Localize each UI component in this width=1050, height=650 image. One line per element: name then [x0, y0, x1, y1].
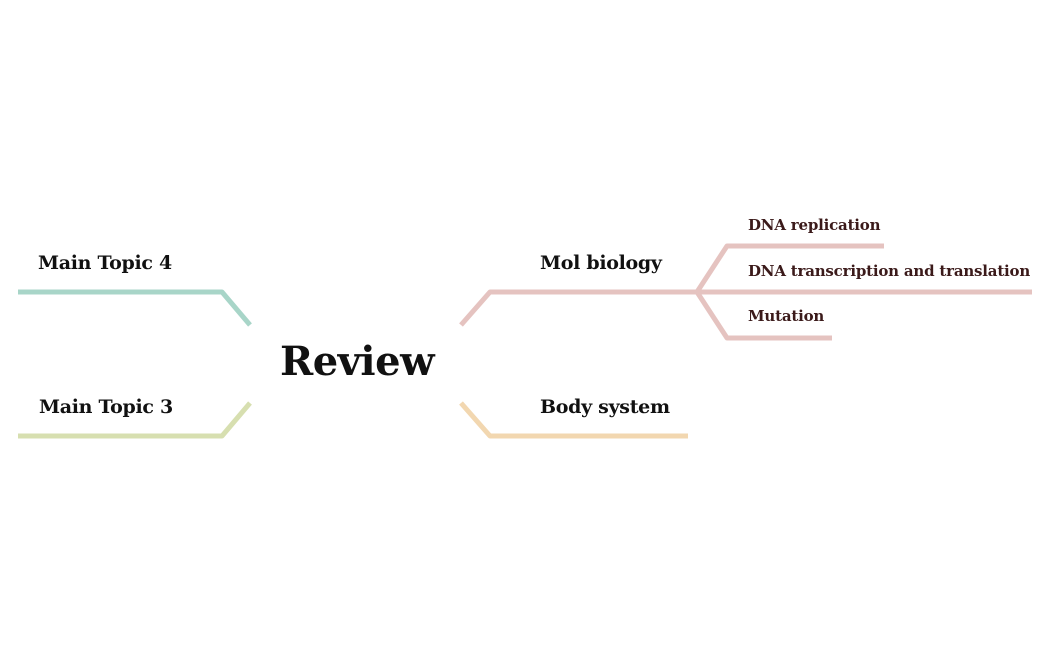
subtopic-mutation[interactable]: Mutation — [748, 307, 825, 325]
branch-line-mol-biology — [459, 289, 697, 327]
subtopic-line-dna-replication — [694, 243, 884, 294]
branch-line-main-topic-4 — [18, 289, 252, 327]
central-topic[interactable]: Review — [280, 338, 435, 385]
main-topic-body-system[interactable]: Body system — [540, 396, 670, 418]
main-topic-mol-biology[interactable]: Mol biology — [540, 252, 662, 274]
subtopic-dna-transcription[interactable]: DNA transcription and translation — [748, 262, 1031, 280]
main-topic-3[interactable]: Main Topic 3 — [39, 396, 173, 418]
branch-line-body-system — [459, 401, 688, 439]
main-topic-4[interactable]: Main Topic 4 — [38, 252, 172, 274]
subtopic-dna-replication[interactable]: DNA replication — [748, 216, 881, 234]
branch-line-main-topic-3 — [18, 401, 252, 439]
subtopic-line-mutation — [694, 290, 832, 341]
